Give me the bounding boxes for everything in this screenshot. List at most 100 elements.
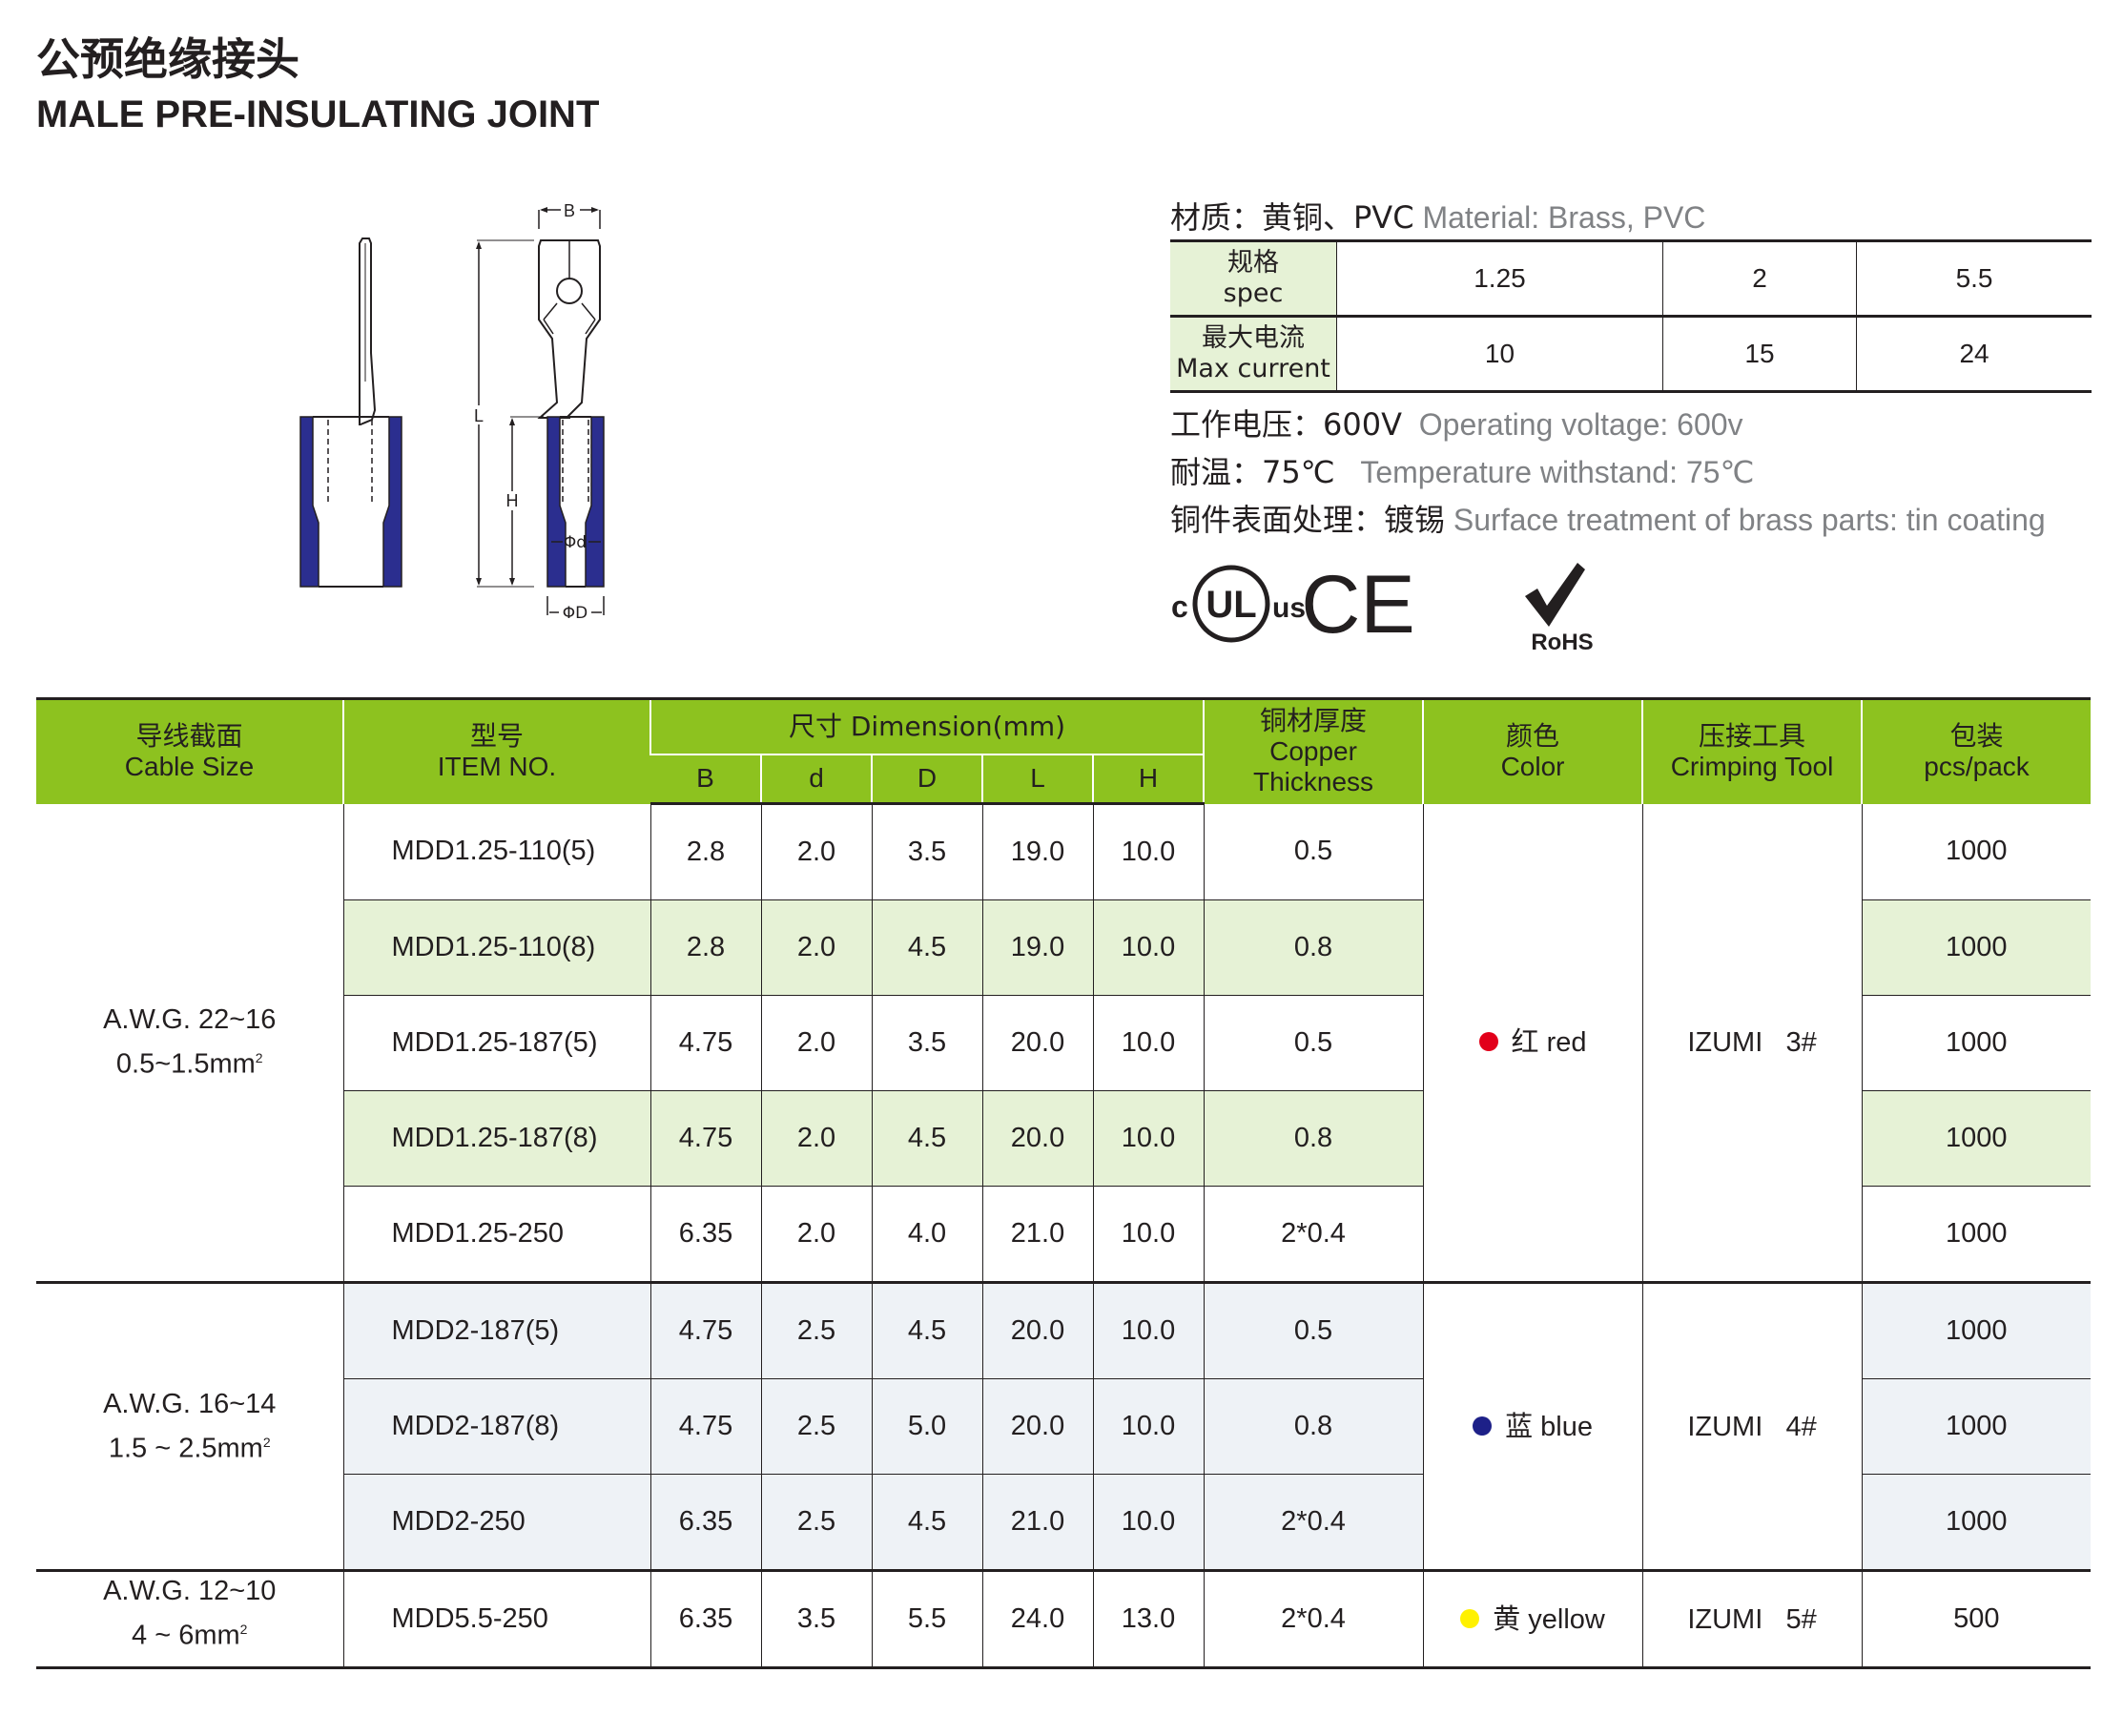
header-dim-d-large: D [871, 753, 982, 805]
dim-d-cell: 5.5 [871, 1570, 982, 1669]
pack-cell: 1000 [1861, 1186, 2092, 1284]
item-number: MDD1.25-110(5) [342, 803, 650, 900]
dim-h-cell: 13.0 [1092, 1570, 1205, 1669]
table-subheader-row: B d D L H [36, 753, 2091, 805]
item-number: MDD5.5-250 [342, 1570, 650, 1669]
svg-text:c: c [1171, 589, 1188, 624]
dim-t-cell: 2*0.4 [1203, 1186, 1424, 1284]
header-dim-d-small: d [760, 753, 872, 805]
dim-h-cell: 10.0 [1092, 803, 1205, 900]
dim-l-cell: 20.0 [981, 1378, 1093, 1475]
dim-l-cell: 19.0 [981, 803, 1093, 900]
dim-d-cell: 5.0 [871, 1378, 982, 1475]
header-dim-h: H [1091, 753, 1205, 805]
awg-range: A.W.G. 16~14 [103, 1389, 277, 1420]
pack-cell: 1000 [1861, 1474, 2092, 1572]
dim-d-cell: 2.0 [760, 995, 872, 1091]
awg-range: A.W.G. 22~16 [103, 1004, 277, 1036]
item-number: MDD1.25-250 [342, 1186, 650, 1284]
color-cell: 黄 yellow [1422, 1570, 1643, 1669]
pack-cell: 1000 [1861, 899, 2092, 996]
pack-cell: 1000 [1861, 1282, 2092, 1379]
item-number: MDD2-187(5) [342, 1282, 650, 1379]
dim-l-cell: 19.0 [981, 899, 1093, 996]
item-number: MDD2-187(8) [342, 1378, 650, 1475]
dim-h-cell: 10.0 [1092, 899, 1205, 996]
dim-t-cell: 0.5 [1203, 803, 1424, 900]
color-cell: 蓝 blue [1422, 1282, 1643, 1572]
awg-range: A.W.G. 12~10 [103, 1576, 277, 1606]
wire-size: 0.5~1.5mm [115, 1049, 256, 1081]
voltage-line: 工作电压：600V Operating voltage: 600v [1170, 406, 1743, 443]
dim-b-cell: 4.75 [649, 1378, 761, 1475]
dim-d-cell: 2.0 [760, 803, 872, 900]
surface-line: 铜件表面处理：镀锡 Surface treatment of brass par… [1170, 502, 2046, 538]
dim-h-cell: 10.0 [1092, 995, 1205, 1091]
dim-d-cell: 3.5 [871, 803, 982, 900]
max-current-value: 24 [1856, 316, 2092, 393]
crimping-tool-cell: IZUMI 3# [1641, 803, 1863, 1284]
spec-value: 2 [1661, 239, 1857, 318]
dim-d-cell: 3.5 [760, 1570, 872, 1669]
dim-l-cell: 20.0 [981, 1090, 1093, 1187]
dim-label-d-outer: ΦD [563, 604, 587, 623]
material-cn: 材质：黄铜、PVC [1170, 199, 1414, 236]
ul-logo: c UL us [1171, 565, 1306, 643]
dim-label-l: L [474, 406, 484, 425]
dim-d-cell: 2.0 [760, 1186, 872, 1284]
material-line: 材质：黄铜、PVC Material: Brass, PVC [1170, 196, 2092, 239]
item-number: MDD1.25-187(5) [342, 995, 650, 1091]
dim-t-cell: 0.5 [1203, 995, 1424, 1091]
dim-label-d-inner: Φd [564, 533, 587, 552]
dim-d-cell: 4.0 [871, 1186, 982, 1284]
wire-size: 1.5 ~ 2.5mm [108, 1433, 263, 1464]
dim-d-cell: 2.0 [760, 1090, 872, 1187]
dim-t-cell: 2*0.4 [1203, 1474, 1424, 1572]
header-dim-l: L [981, 753, 1093, 805]
dim-t-cell: 0.8 [1203, 1378, 1424, 1475]
terminal-drawing: B L H Φd ΦD [299, 201, 605, 623]
item-number: MDD1.25-110(8) [342, 899, 650, 996]
color-dot-icon [1473, 1416, 1493, 1436]
side-insulation [299, 416, 319, 588]
dim-t-cell: 0.5 [1203, 1282, 1424, 1379]
dim-label-b: B [564, 201, 575, 220]
dim-h-cell: 10.0 [1092, 1282, 1205, 1379]
dim-h-cell: 10.0 [1092, 1186, 1205, 1284]
wire-size: 4 ~ 6mm [132, 1620, 240, 1651]
spec-value: 1.25 [1336, 239, 1663, 318]
dim-b-cell: 4.75 [649, 1090, 761, 1187]
dim-h-cell: 10.0 [1092, 1474, 1205, 1572]
ce-logo: CE [1301, 559, 1414, 651]
dim-d-cell: 2.0 [760, 899, 872, 996]
crimping-tool-cell: IZUMI 4# [1641, 1282, 1863, 1572]
item-number: MDD2-250 [342, 1474, 650, 1572]
dim-d-cell: 3.5 [871, 995, 982, 1091]
color-dot-icon [1478, 1032, 1498, 1052]
color-dot-icon [1460, 1609, 1480, 1628]
rohs-logo: RoHS [1525, 563, 1594, 653]
dim-h-cell: 10.0 [1092, 1378, 1205, 1475]
header-dimension: 尺寸 Dimension(mm) [649, 697, 1205, 754]
dim-b-cell: 2.8 [649, 899, 761, 996]
dim-d-cell: 2.5 [760, 1282, 872, 1379]
